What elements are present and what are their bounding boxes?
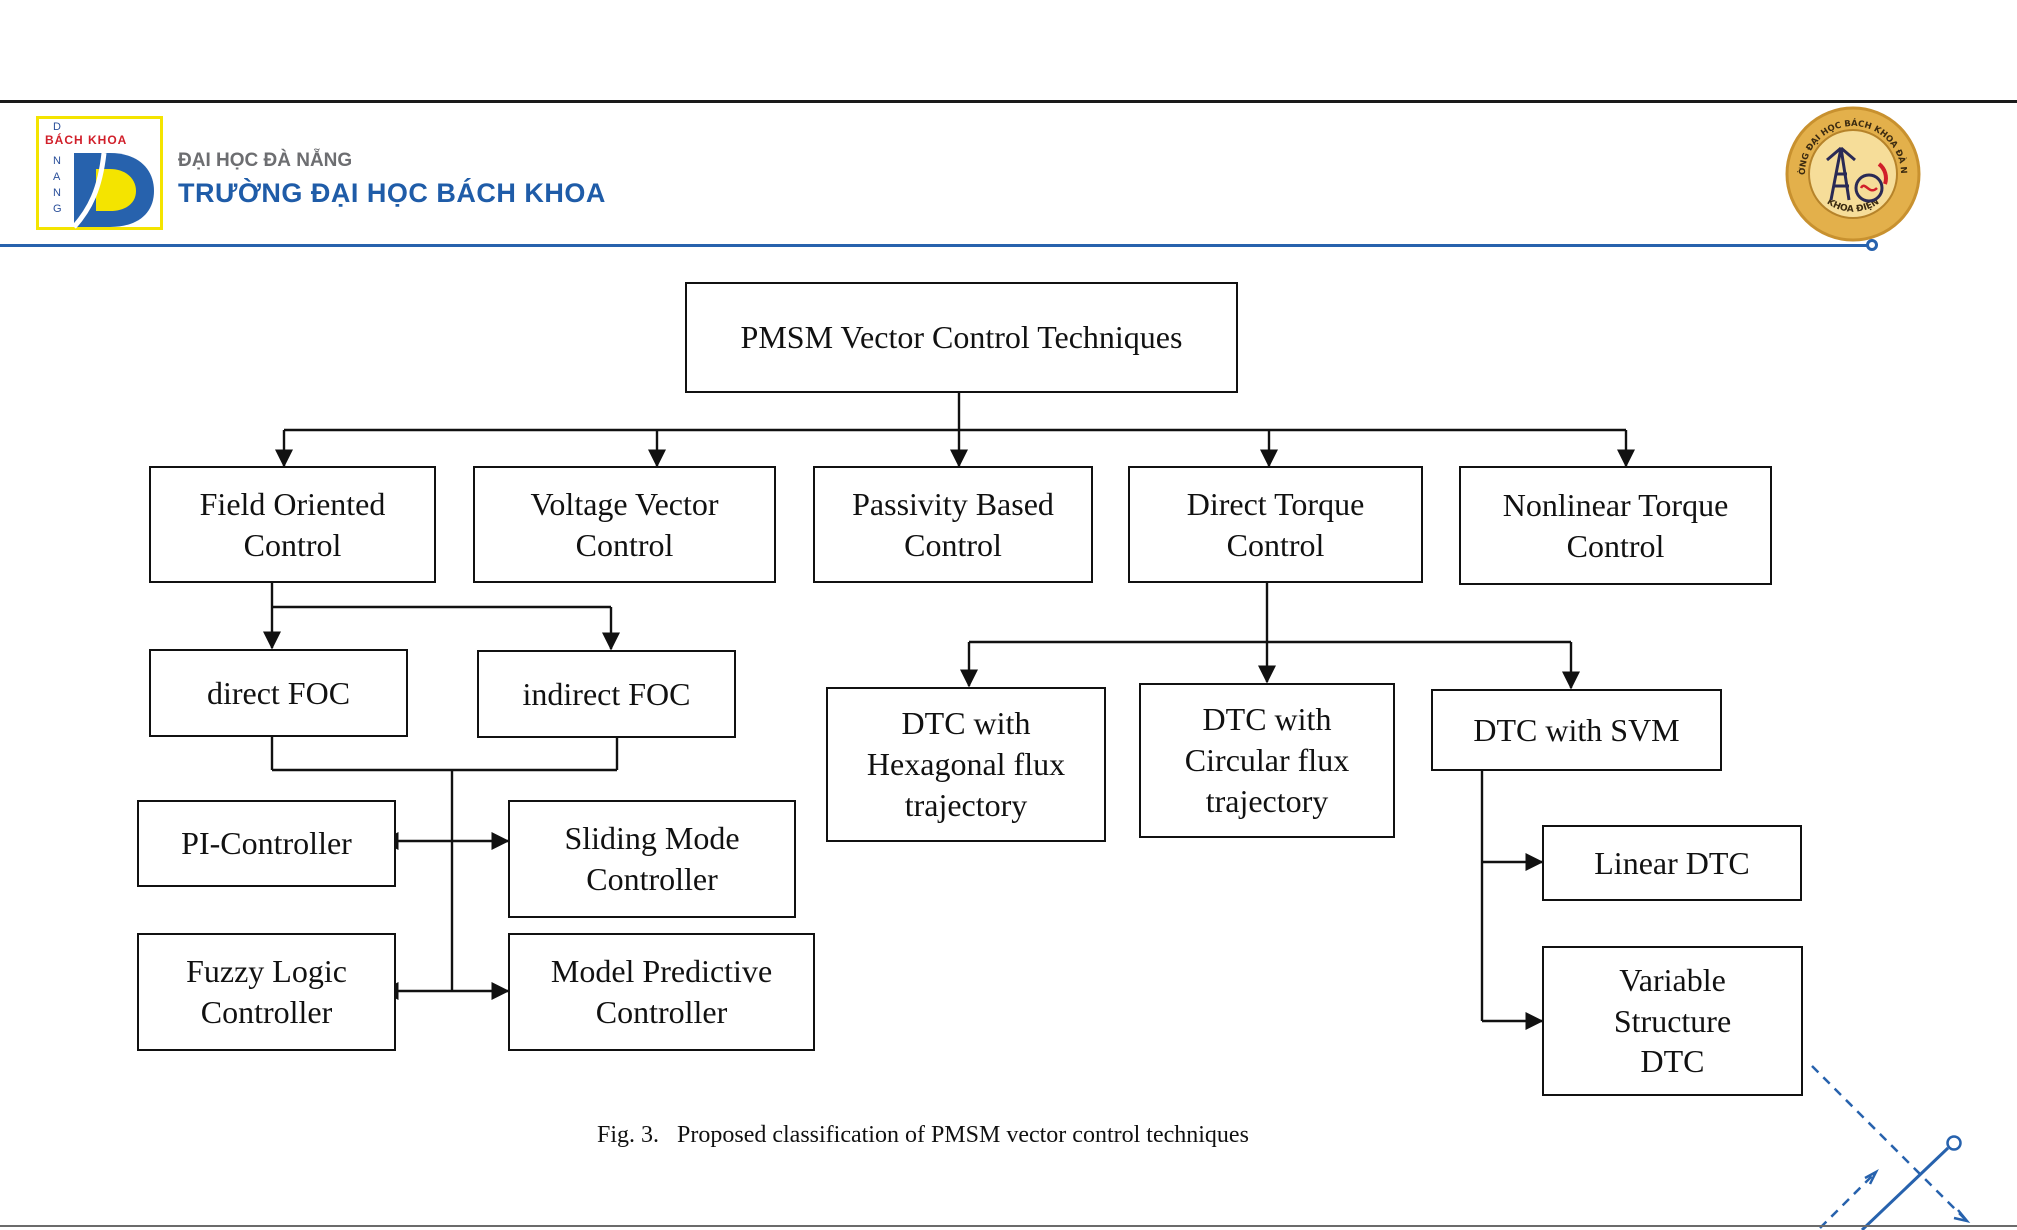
node-label: direct FOC <box>206 674 351 711</box>
logo-letter: N <box>53 155 61 167</box>
university-name-line1: ĐẠI HỌC ĐÀ NẴNG <box>178 150 353 171</box>
node-variable-structure-dtc: Variable Structure DTC <box>1542 946 1803 1096</box>
top-border <box>0 100 2017 103</box>
node-direct-foc: direct FOC <box>149 649 408 737</box>
node-label: DTC with SVM <box>1473 711 1680 748</box>
figure-caption: Fig. 3. Proposed classification of PMSM … <box>597 1122 1249 1148</box>
logo-letter: D <box>53 121 61 133</box>
node-label: Nonlinear Torque Control <box>1502 486 1729 564</box>
node-direct-torque-control: Direct Torque Control <box>1128 466 1423 583</box>
university-name-line2: TRƯỜNG ĐẠI HỌC BÁCH KHOA <box>178 178 606 208</box>
header-rule-end-dot <box>1866 239 1878 251</box>
logo-emblem-icon <box>72 152 154 229</box>
node-label: PI-Controller <box>181 825 352 862</box>
node-label: Direct Torque Control <box>1186 485 1365 563</box>
node-dtc-circular: DTC with Circular flux trajectory <box>1139 683 1395 838</box>
node-indirect-foc: indirect FOC <box>477 650 736 738</box>
node-label: indirect FOC <box>522 675 691 712</box>
node-pi-controller: PI-Controller <box>137 800 396 887</box>
university-logo: BÁCH KHOA D N A N G <box>36 116 163 230</box>
node-label: Sliding Mode Controller <box>564 820 740 897</box>
node-model-predictive-controller: Model Predictive Controller <box>508 933 815 1051</box>
node-nonlinear-torque-control: Nonlinear Torque Control <box>1459 466 1772 585</box>
faculty-seal-icon: TRƯỜNG ĐẠI HỌC BÁCH KHOA ĐÀ NẴNG KHOA ĐI… <box>1783 104 1921 242</box>
node-label: Passivity Based Control <box>852 485 1054 563</box>
node-root: PMSM Vector Control Techniques <box>685 282 1238 393</box>
node-fuzzy-logic-controller: Fuzzy Logic Controller <box>137 933 396 1051</box>
node-label: DTC with Circular flux trajectory <box>1184 701 1350 819</box>
node-label: Linear DTC <box>1594 844 1750 881</box>
node-dtc-svm: DTC with SVM <box>1431 689 1722 771</box>
node-dtc-hexagonal: DTC with Hexagonal flux trajectory <box>826 687 1106 842</box>
node-field-oriented-control: Field Oriented Control <box>149 466 436 583</box>
logo-brand-text: BÁCH KHOA <box>45 133 128 147</box>
logo-letter: A <box>53 171 61 183</box>
node-passivity-based-control: Passivity Based Control <box>813 466 1093 583</box>
node-label: Field Oriented Control <box>199 485 386 563</box>
node-label: Fuzzy Logic Controller <box>186 953 347 1030</box>
node-label: DTC with Hexagonal flux trajectory <box>866 705 1066 823</box>
node-label: Model Predictive Controller <box>550 953 773 1030</box>
header-rule <box>0 244 1868 247</box>
node-voltage-vector-control: Voltage Vector Control <box>473 466 776 583</box>
logo-letter: N <box>53 187 61 199</box>
node-sliding-mode-controller: Sliding Mode Controller <box>508 800 796 918</box>
bottom-border <box>0 1225 2017 1227</box>
node-label: Voltage Vector Control <box>530 485 719 563</box>
node-label: Variable Structure DTC <box>1613 961 1732 1080</box>
node-root-label: PMSM Vector Control Techniques <box>740 319 1183 356</box>
node-linear-dtc: Linear DTC <box>1542 825 1802 901</box>
logo-letter: G <box>53 203 62 215</box>
